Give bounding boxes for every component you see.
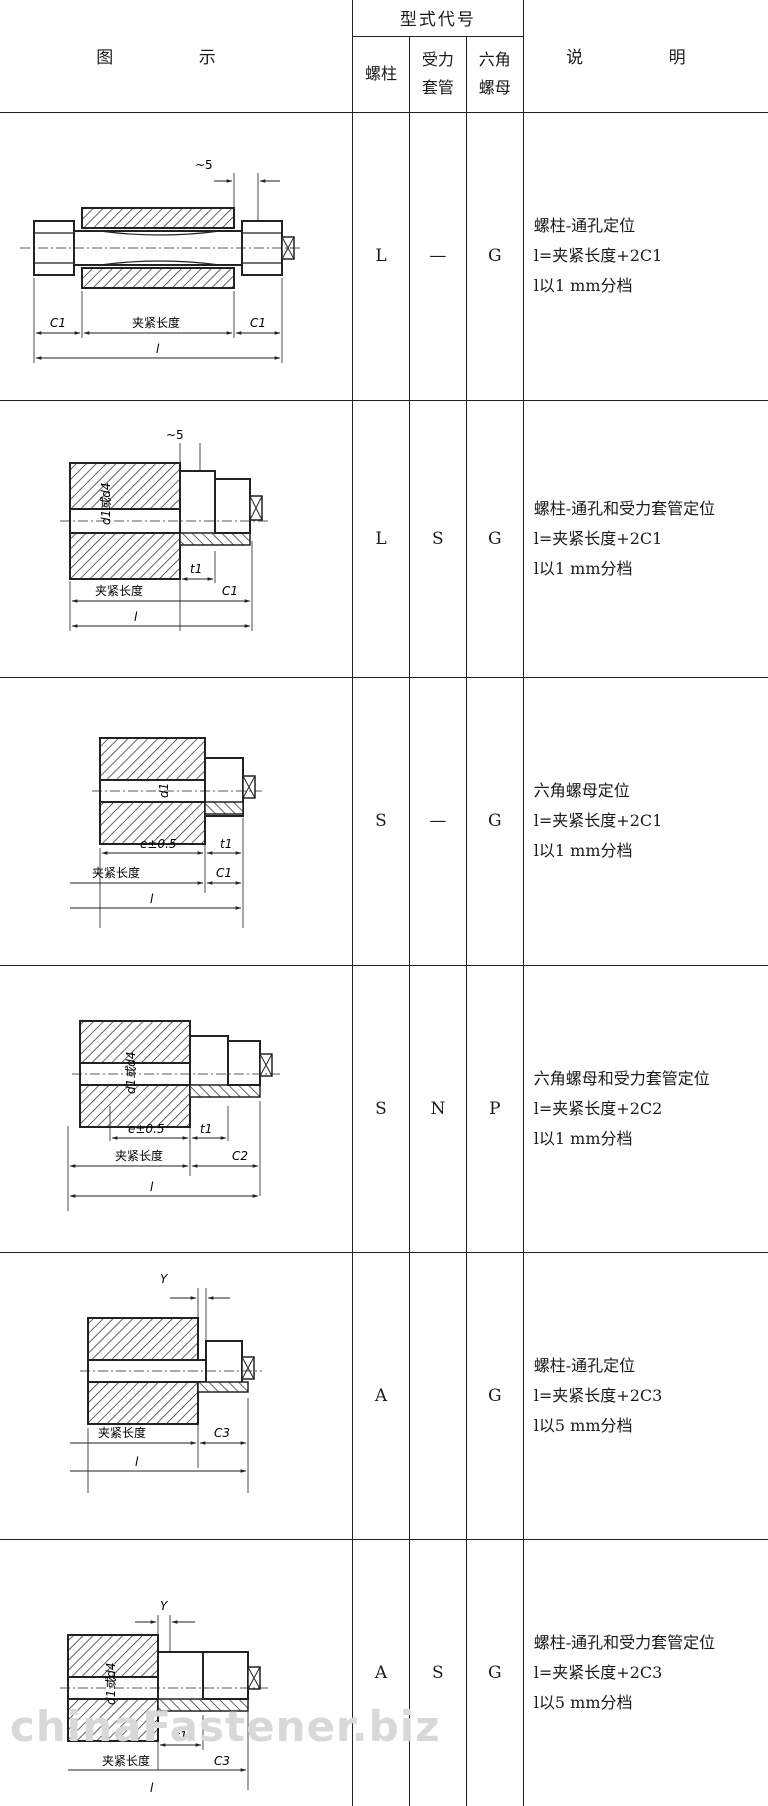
c3-label: C3 bbox=[214, 1426, 230, 1440]
nut-code: G bbox=[465, 1251, 524, 1540]
stud-code: A bbox=[352, 1538, 410, 1806]
nut-code: P bbox=[465, 964, 524, 1253]
bolt-drawing-snp: d1或d4 e±0.5 t1 夹紧长度 C2 l bbox=[67, 1019, 280, 1211]
stud-code: A bbox=[352, 1251, 410, 1540]
clamp-length-label: 夹紧长度 bbox=[102, 1753, 150, 1768]
l-label: l bbox=[150, 1180, 154, 1194]
figure-cell: d1或d4 Y t1 夹紧长度 C3 l bbox=[0, 1538, 353, 1806]
nut-code: G bbox=[465, 111, 524, 401]
bolt-drawing-ag: Y 夹紧长度 C3 l bbox=[70, 1272, 262, 1493]
figure-cell: d1 e±0.5 t1 夹紧长度 C1 l bbox=[0, 676, 353, 966]
header-figure: 图 示 bbox=[0, 0, 353, 113]
diameter-label: d1或d4 bbox=[99, 482, 113, 525]
nut-code: G bbox=[465, 399, 524, 678]
table-row: ~5 C1 夹紧长度 C1 l L — G 螺柱- bbox=[0, 111, 768, 401]
stud-code: L bbox=[352, 111, 410, 401]
y-label: Y bbox=[160, 1599, 169, 1613]
e-tolerance-label: e±0.5 bbox=[128, 1122, 165, 1136]
clamp-length-label: 夹紧长度 bbox=[92, 865, 140, 880]
table-row: d1或d4 e±0.5 t1 夹紧长度 C2 l S N P 六角螺母 bbox=[0, 964, 768, 1253]
clamp-length-label: 夹紧长度 bbox=[95, 583, 143, 598]
diameter-label: d1或d4 bbox=[104, 1662, 118, 1705]
l-label: l bbox=[135, 1455, 139, 1469]
t1-label: t1 bbox=[200, 1122, 212, 1136]
sleeve-code: — bbox=[408, 676, 467, 966]
c2-label: C2 bbox=[232, 1149, 248, 1163]
header-type-code: 型式代号 bbox=[352, 0, 524, 37]
bolt-drawing-l-g: ~5 C1 夹紧长度 C1 l bbox=[20, 158, 300, 363]
sleeve-code: S bbox=[408, 399, 467, 678]
y-label: Y bbox=[160, 1272, 169, 1286]
t1-label: t1 bbox=[220, 837, 232, 851]
stud-code: S bbox=[352, 676, 410, 966]
nut-code: G bbox=[465, 676, 524, 966]
diameter-label: d1或d4 bbox=[124, 1051, 138, 1094]
l-label: l bbox=[150, 892, 154, 906]
l-label: l bbox=[150, 1781, 154, 1795]
figure-cell: d1或d4 ~5 t1 夹紧长度 C1 l bbox=[0, 399, 353, 678]
stud-code: L bbox=[352, 399, 410, 678]
figure-cell: ~5 C1 夹紧长度 C1 l bbox=[0, 111, 353, 401]
header-nut: 六角螺母 bbox=[465, 35, 524, 113]
watermark: chinaFastener.biz bbox=[10, 1702, 441, 1751]
sleeve-code: S bbox=[408, 1538, 467, 1806]
sleeve-code: — bbox=[408, 111, 467, 401]
e-tolerance-label: e±0.5 bbox=[140, 837, 177, 851]
table-row: d1或d4 ~5 t1 夹紧长度 C1 l L S G 螺柱-通孔和受力套管定位… bbox=[0, 399, 768, 678]
t1-label: t1 bbox=[175, 1729, 187, 1743]
c1-right-label: C1 bbox=[250, 316, 266, 330]
clamp-length-label: 夹紧长度 bbox=[98, 1425, 146, 1440]
diameter-label: d1 bbox=[157, 782, 171, 797]
bolt-drawing-lsg: d1或d4 ~5 t1 夹紧长度 C1 l bbox=[60, 428, 270, 631]
clamp-length-label: 夹紧长度 bbox=[115, 1148, 163, 1163]
clamp-length-label: 夹紧长度 bbox=[132, 315, 180, 330]
c3-label: C3 bbox=[214, 1754, 230, 1768]
header-sleeve: 受力套管 bbox=[408, 35, 467, 113]
sleeve-code: N bbox=[408, 964, 467, 1253]
sleeve-code bbox=[408, 1251, 467, 1540]
approx-label: ~5 bbox=[195, 158, 213, 172]
header-stud: 螺柱 bbox=[352, 35, 410, 113]
bolt-drawing-asg: d1或d4 Y t1 夹紧长度 C3 l bbox=[60, 1599, 268, 1795]
l-label: l bbox=[134, 610, 138, 624]
approx-label: ~5 bbox=[166, 428, 184, 442]
header-description: 说 明 bbox=[522, 0, 768, 113]
l-label: l bbox=[156, 342, 160, 356]
figure-cell: Y 夹紧长度 C3 l bbox=[0, 1251, 353, 1540]
bolt-drawing-sg: d1 e±0.5 t1 夹紧长度 C1 l bbox=[70, 736, 262, 928]
stud-code: S bbox=[352, 964, 410, 1253]
c1-left-label: C1 bbox=[50, 316, 66, 330]
figure-cell: d1或d4 e±0.5 t1 夹紧长度 C2 l bbox=[0, 964, 353, 1253]
nut-code: G bbox=[465, 1538, 524, 1806]
t1-label: t1 bbox=[190, 562, 202, 576]
c1-label: C1 bbox=[222, 584, 238, 598]
c1-label: C1 bbox=[216, 866, 232, 880]
